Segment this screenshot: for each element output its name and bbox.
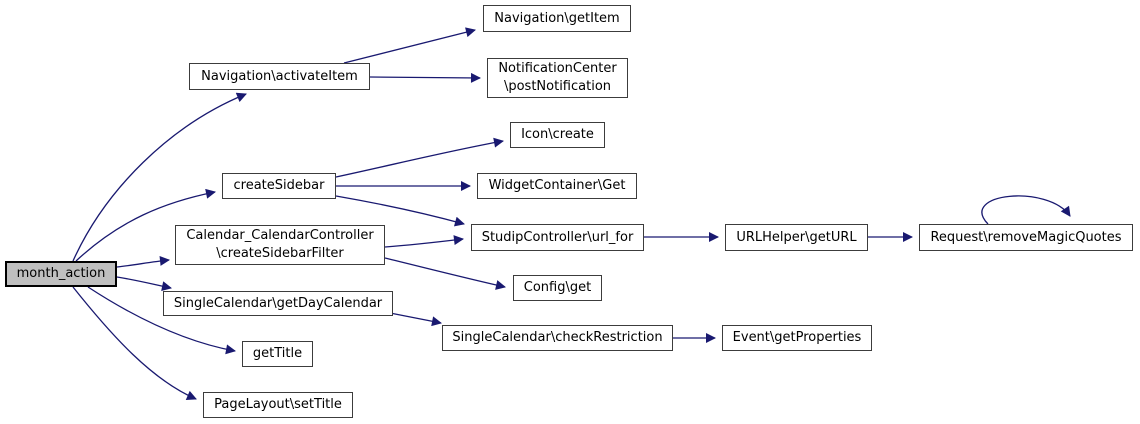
graph-node-label: NotificationCenter — [498, 61, 617, 76]
edge-calendar-calendarcontroller-createsidebarfilter-to-studipcontroller-url-for — [384, 235, 464, 248]
graph-node-label: createSidebar — [233, 178, 325, 193]
graph-node-label: SingleCalendar\checkRestriction — [452, 330, 663, 345]
graph-node-label: Icon\create — [521, 127, 594, 142]
edge-month-action-to-calendar-calendarcontroller-createsidebarfilter — [116, 255, 170, 268]
edge-request-removemagicquotes-to-request-removemagicquotes — [981, 195, 1071, 225]
graph-node-label: URLHelper\getURL — [736, 229, 857, 245]
graph-node-label: WidgetContainer\Get — [488, 178, 626, 193]
graph-node-calendar-calendarcontroller-createsidebarfilter[interactable]: Calendar_CalendarController \createSideba… — [175, 225, 385, 265]
edge-createsidebar-to-studipcontroller-url-for — [335, 195, 465, 227]
graph-node-createsidebar[interactable]: createSidebar — [222, 173, 336, 199]
edge-month-action-to-singlecalendar-getdaycalendar — [116, 276, 172, 292]
graph-node-label: Event\getProperties — [732, 330, 862, 345]
edge-month-action-to-navigation-activateitem — [72, 92, 247, 262]
graph-node-label: getTitle — [252, 346, 303, 361]
edge-calendar-calendarcontroller-createsidebarfilter-to-config-get — [384, 257, 506, 290]
graph-node-request-removemagicquotes[interactable]: Request\removeMagicQuotes — [919, 224, 1133, 251]
edge-navigation-activateitem-to-navigation-getitem — [343, 27, 476, 64]
edge-month-action-to-pagelayout-settitle — [72, 286, 197, 401]
graph-node-label: month_action — [16, 266, 106, 281]
edge-navigation-activateitem-to-notificationcenter-postnotification — [369, 72, 481, 83]
edge-month-action-to-gettitle — [87, 286, 236, 355]
graph-node-singlecalendar-getdaycalendar[interactable]: SingleCalendar\getDayCalendar — [163, 291, 393, 316]
edge-month-action-to-createsidebar — [75, 188, 216, 262]
graph-node-singlecalendar-checkrestriction[interactable]: SingleCalendar\checkRestriction — [442, 325, 673, 351]
graph-node-widgetcontainer-get[interactable]: WidgetContainer\Get — [477, 173, 637, 199]
edge-singlecalendar-getdaycalendar-to-singlecalendar-checkrestriction — [389, 312, 442, 327]
graph-node-label: \postNotification — [503, 79, 612, 94]
graph-node-label: SingleCalendar\getDayCalendar — [173, 295, 383, 311]
edges-group — [72, 27, 1071, 401]
graph-node-label: PageLayout\setTitle — [214, 397, 342, 412]
graph-node-label: Navigation\getItem — [494, 10, 620, 26]
graph-node-label: StudipController\url_for — [481, 229, 634, 245]
graph-node-month-action: month_action — [5, 261, 117, 287]
graph-node-icon-create[interactable]: Icon\create — [510, 122, 605, 148]
graph-node-label: Config\get — [523, 280, 592, 295]
edge-createsidebar-to-icon-create — [335, 137, 504, 178]
graph-node-urlhelper-geturl[interactable]: URLHelper\getURL — [725, 224, 868, 251]
graph-node-label: Calendar_CalendarController — [186, 228, 374, 243]
graph-node-notificationcenter-postnotification[interactable]: NotificationCenter \postNotification — [487, 58, 628, 98]
graph-node-gettitle[interactable]: getTitle — [242, 341, 313, 367]
graph-node-navigation-getitem[interactable]: Navigation\getItem — [483, 5, 631, 32]
graph-node-navigation-activateitem[interactable]: Navigation\activateItem — [189, 63, 370, 90]
graph-node-studipcontroller-url-for[interactable]: StudipController\url_for — [471, 224, 644, 251]
graph-node-label: Request\removeMagicQuotes — [930, 229, 1122, 245]
graph-node-event-getproperties[interactable]: Event\getProperties — [722, 325, 872, 351]
graph-node-config-get[interactable]: Config\get — [513, 275, 602, 301]
graph-node-pagelayout-settitle[interactable]: PageLayout\setTitle — [203, 392, 353, 418]
graph-node-label: Navigation\activateItem — [201, 68, 358, 84]
graph-node-label: \createSidebarFilter — [216, 246, 344, 261]
